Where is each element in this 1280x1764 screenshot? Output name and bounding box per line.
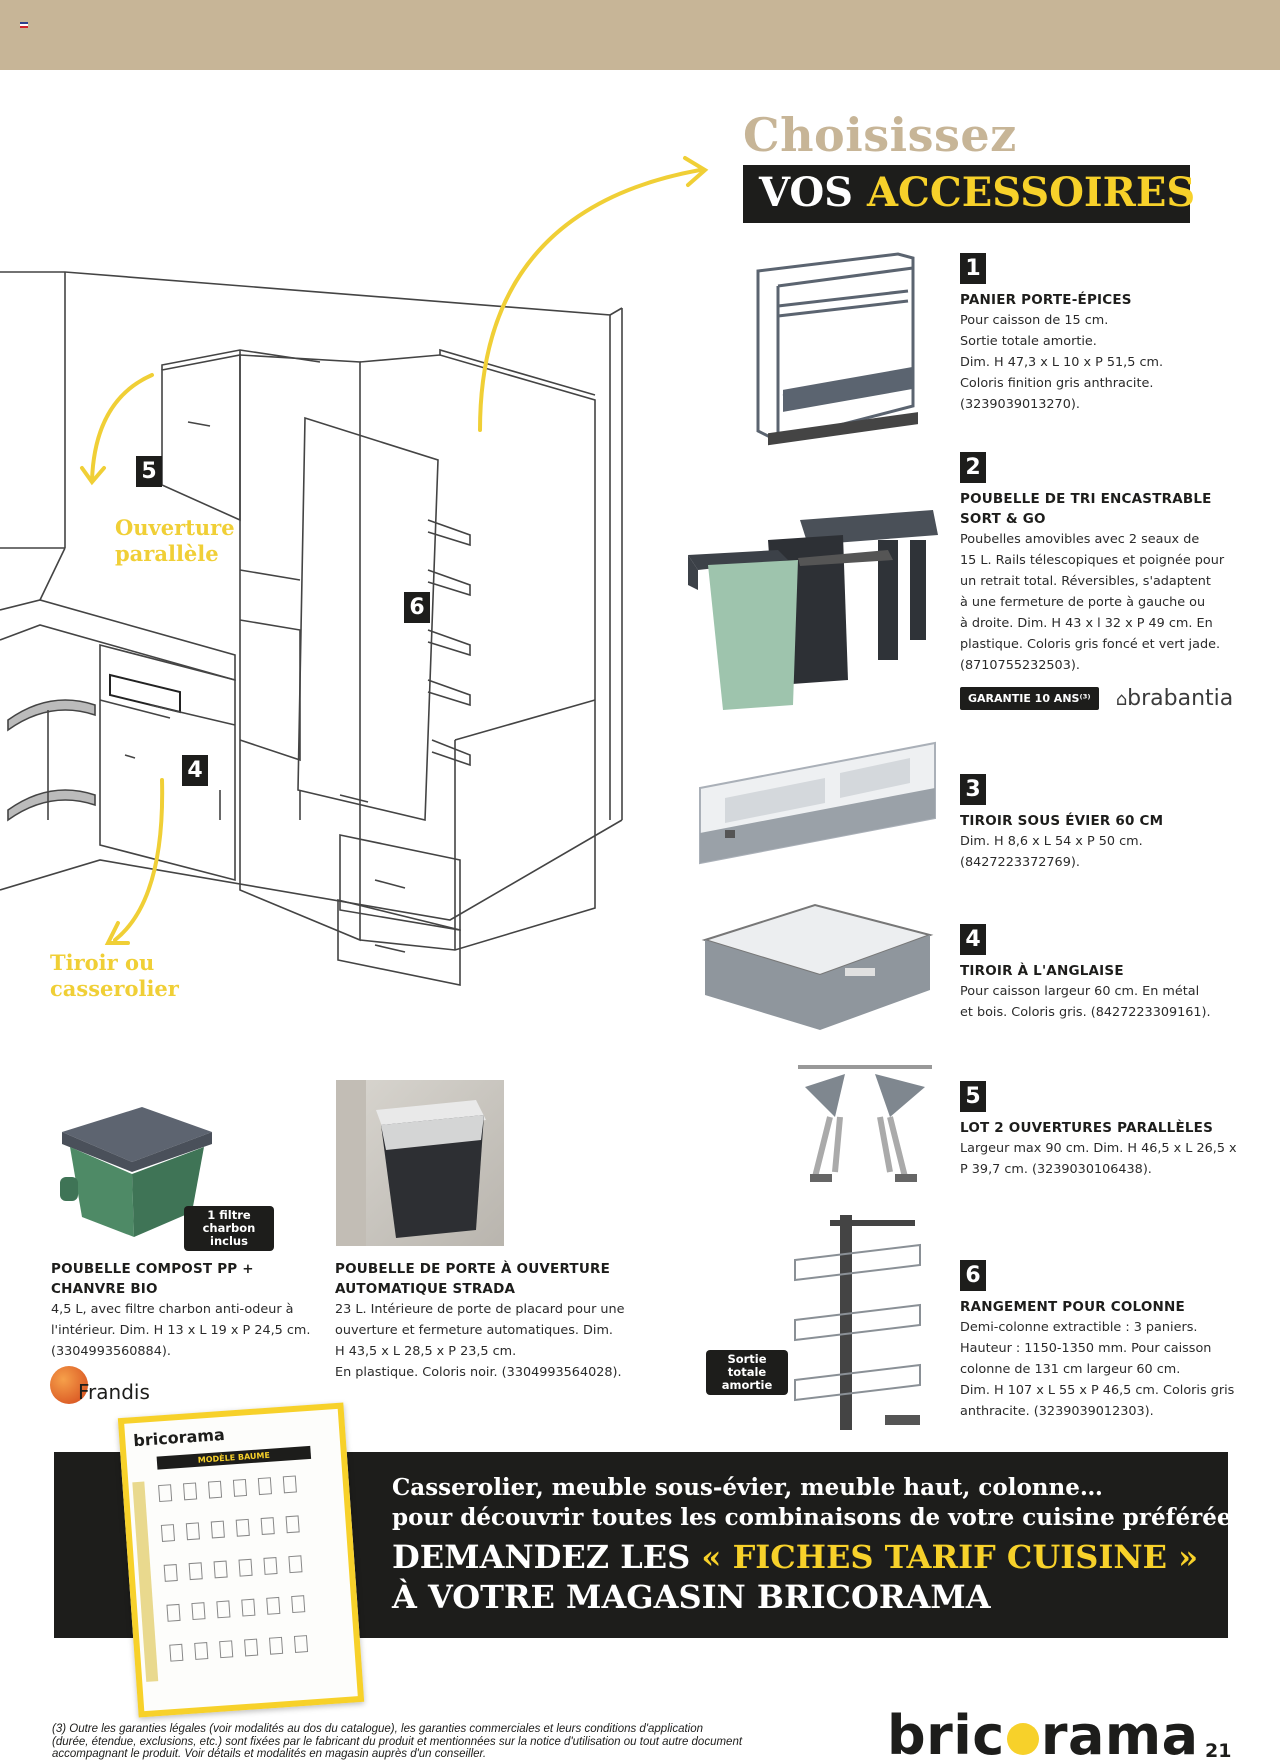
- sort-and-go-bin-image: [688, 510, 938, 710]
- guarantee-badge: GARANTIE 10 ANS⁽³⁾: [960, 687, 1099, 710]
- product-3: 3 TIROIR SOUS ÉVIER 60 CM Dim. H 8,6 x L…: [960, 774, 1240, 873]
- scene-badge-4: 4: [182, 755, 208, 786]
- price-sheet-catalog: bricorama MODÈLE BAUME: [117, 1402, 365, 1718]
- product-title: POUBELLE COMPOST PP + CHANVRE BIO: [51, 1261, 254, 1297]
- compost-bin-product: POUBELLE COMPOST PP + CHANVRE BIO 4,5 L,…: [51, 1253, 321, 1362]
- logo-dot-icon: [1006, 1723, 1039, 1755]
- product-title: TIROIR SOUS ÉVIER 60 CM: [960, 813, 1164, 829]
- product-desc: Poubelles amovibles avec 2 seaux de 15 L…: [960, 532, 1225, 673]
- spice-basket-image: [756, 252, 918, 446]
- product-desc: Dim. H 8,6 x L 54 x P 50 cm. (8427223372…: [960, 834, 1143, 870]
- scene-badge-6: 6: [404, 592, 430, 623]
- scene-badge-5: 5: [136, 456, 162, 487]
- product-title: POUBELLE DE TRI ENCASTRABLE SORT & GO: [960, 491, 1212, 527]
- product-desc: 4,5 L, avec filtre charbon anti-odeur à …: [51, 1302, 311, 1359]
- heading-choose: Choisissez: [743, 108, 1017, 162]
- legal-footnote: (3) Outre les garanties légales (voir mo…: [52, 1723, 743, 1760]
- heading-white: VOS: [759, 169, 854, 216]
- product-5: 5 LOT 2 OUVERTURES PARALLÈLES Largeur ma…: [960, 1081, 1250, 1180]
- product-title: RANGEMENT POUR COLONNE: [960, 1299, 1185, 1315]
- product-desc: Pour caisson de 15 cm. Sortie totale amo…: [960, 313, 1164, 412]
- top-bar: [0, 0, 1280, 70]
- home-icon: ⌂: [1115, 689, 1128, 710]
- heading-accessories: VOS ACCESSOIRES: [743, 165, 1195, 223]
- banner-line-3: DEMANDEZ LES « FICHES TARIF CUISINE »: [392, 1538, 1199, 1576]
- page-number: 21: [1205, 1740, 1232, 1762]
- parallel-openings-image: [798, 1065, 932, 1182]
- column-storage-image: [794, 1215, 921, 1430]
- product-desc: Demi-colonne extractible : 3 paniers. Ha…: [960, 1320, 1235, 1419]
- door-bin-photo: [336, 1080, 504, 1246]
- flag-icon: [20, 22, 28, 28]
- banner-line-1: Casserolier, meuble sous-évier, meuble h…: [392, 1474, 1103, 1501]
- product-number: 4: [960, 924, 986, 955]
- product-desc: 23 L. Intérieure de porte de placard pou…: [335, 1302, 625, 1380]
- product-desc: Largeur max 90 cm. Dim. H 46,5 x L 26,5 …: [960, 1141, 1237, 1177]
- product-number: 6: [960, 1260, 986, 1291]
- product-title: PANIER PORTE-ÉPICES: [960, 292, 1132, 308]
- frandis-sphere-icon: [50, 1366, 88, 1404]
- under-sink-drawer-image: [699, 741, 936, 865]
- label-parallel-opening: Ouverture parallèle: [115, 515, 235, 566]
- door-bin-product: POUBELLE DE PORTE À OUVERTURE AUTOMATIQU…: [335, 1253, 635, 1383]
- charcoal-filter-tag: 1 filtre charbon inclus: [184, 1206, 274, 1251]
- product-number: 5: [960, 1081, 986, 1112]
- frandis-logo: Frandis: [50, 1362, 160, 1410]
- product-title: TIROIR À L'ANGLAISE: [960, 963, 1124, 979]
- door-bin-image: [336, 1080, 486, 1246]
- banner-line-2: pour découvrir toutes les combinaisons d…: [392, 1504, 1240, 1531]
- product-number: 2: [960, 452, 986, 483]
- english-drawer-image: [701, 903, 934, 1030]
- label-drawer: Tiroir ou casserolier: [50, 950, 179, 1001]
- product-title: POUBELLE DE PORTE À OUVERTURE AUTOMATIQU…: [335, 1261, 611, 1297]
- heading-yellow: ACCESSOIRES: [867, 169, 1196, 216]
- product-6: 6 RANGEMENT POUR COLONNE Demi-colonne ex…: [960, 1260, 1250, 1422]
- product-1: 1 PANIER PORTE-ÉPICES Pour caisson de 15…: [960, 253, 1240, 415]
- product-title: LOT 2 OUVERTURES PARALLÈLES: [960, 1120, 1214, 1136]
- product-desc: Pour caisson largeur 60 cm. En métal et …: [960, 984, 1211, 1020]
- banner-line-4: À VOTRE MAGASIN BRICORAMA: [392, 1578, 991, 1616]
- soft-close-tag: Sortie totale amortie: [706, 1350, 788, 1395]
- catalog-grid-image: [132, 1475, 309, 1682]
- product-4: 4 TIROIR À L'ANGLAISE Pour caisson large…: [960, 924, 1240, 1023]
- catalog-logo: bricorama: [132, 1424, 226, 1451]
- product-number: 3: [960, 774, 986, 805]
- product-2: 2 POUBELLE DE TRI ENCASTRABLE SORT & GO …: [960, 452, 1250, 711]
- kitchen-illustration: [0, 156, 709, 986]
- brabantia-logo: ⌂brabantia: [1115, 686, 1234, 711]
- product-number: 1: [960, 253, 986, 284]
